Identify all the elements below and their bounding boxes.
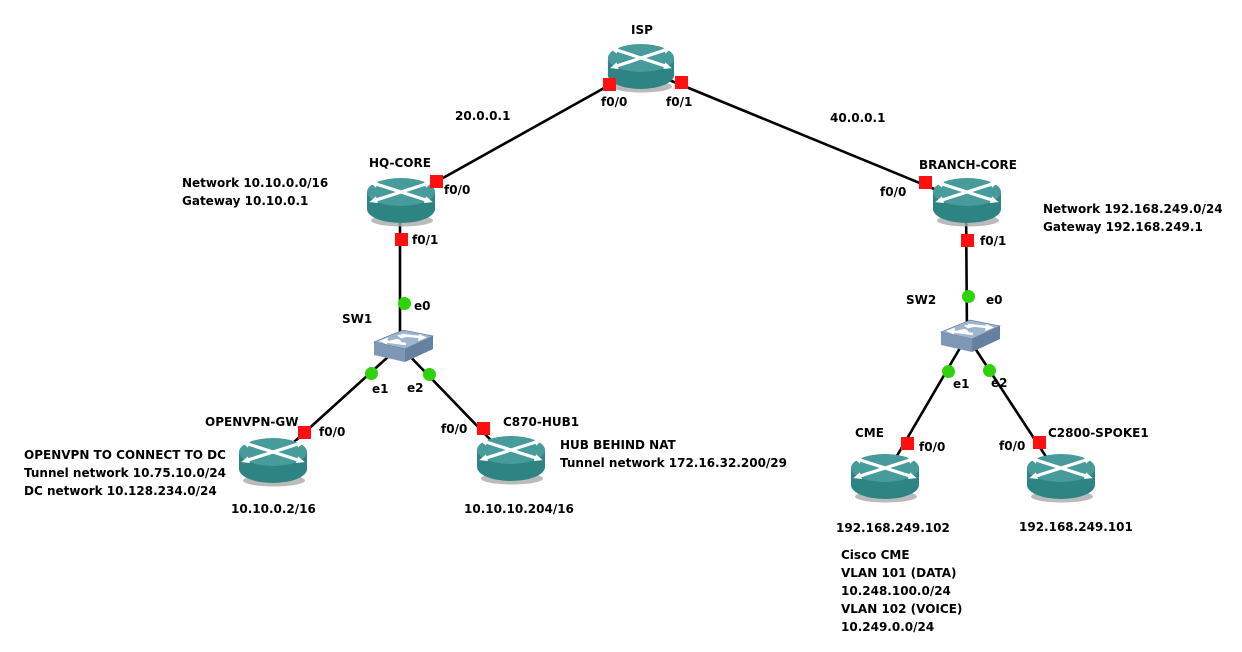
annotation-text: Network 192.168.249.0/24 Gateway 192.168… <box>1043 202 1223 234</box>
port-status-square <box>1032 435 1046 449</box>
router-icon <box>367 178 435 227</box>
port-status-square <box>602 77 616 91</box>
port-status-square <box>429 174 443 188</box>
port-label: f0/1 <box>666 95 693 109</box>
node-label-openvpn-gw: OPENVPN-GW <box>205 415 299 429</box>
port-label: f0/0 <box>441 422 468 436</box>
port-label: e0 <box>986 293 1003 307</box>
annotation-text: HUB BEHIND NAT Tunnel network 172.16.32.… <box>560 438 788 470</box>
port-status-square <box>918 175 932 189</box>
port-label: f0/0 <box>601 95 628 109</box>
node-label-sw2: SW2 <box>906 293 937 307</box>
link-isp-branch-core[interactable] <box>639 66 967 204</box>
switch-icon <box>940 319 1001 352</box>
port-label: f0/0 <box>444 183 471 197</box>
port-status-dot <box>941 364 955 378</box>
port-label: f0/0 <box>919 440 946 454</box>
router-icon <box>1027 454 1095 503</box>
port-status-square <box>900 436 914 450</box>
node-sw2[interactable] <box>930 317 1004 359</box>
port-status-dot <box>961 289 975 303</box>
port-status-dot <box>422 367 436 381</box>
annotation-text: Network 10.10.0.0/16 Gateway 10.10.0.1 <box>182 176 329 208</box>
port-status-dot <box>982 363 996 377</box>
switch-icon <box>373 329 434 362</box>
annotation-text: OPENVPN TO CONNECT TO DC Tunnel network … <box>24 448 226 498</box>
node-label-c870-hub1: C870-HUB1 <box>503 415 580 429</box>
node-c2800-spoke1[interactable] <box>1024 452 1096 508</box>
annotation-text: 10.10.0.2/16 <box>231 502 316 516</box>
port-label: e2 <box>407 381 424 395</box>
port-label: f0/0 <box>880 185 907 199</box>
router-icon <box>607 44 675 93</box>
node-label-hq-core: HQ-CORE <box>369 156 431 170</box>
node-label-c2800-spoke1: C2800-SPOKE1 <box>1048 426 1149 440</box>
node-cme[interactable] <box>848 452 920 508</box>
link-sw2-c2800-spoke1[interactable] <box>965 335 1062 479</box>
node-c870-hub1[interactable] <box>474 434 546 490</box>
port-status-square <box>476 421 490 435</box>
router-icon <box>477 436 545 485</box>
annotation-text: 192.168.249.102 <box>836 521 950 535</box>
node-branch-core[interactable] <box>930 176 1002 232</box>
port-label: e1 <box>372 382 389 396</box>
port-label: f0/0 <box>999 439 1026 453</box>
port-label: f0/1 <box>412 233 439 247</box>
port-status-square <box>960 233 974 247</box>
node-hq-core[interactable] <box>364 176 436 232</box>
node-label-sw1: SW1 <box>342 312 373 326</box>
port-label: e1 <box>953 377 970 391</box>
annotation-text: 192.168.249.101 <box>1019 520 1133 534</box>
annotation-text: 40.0.0.1 <box>830 111 886 125</box>
node-label-isp: ISP <box>631 23 653 37</box>
port-status-square <box>297 425 311 439</box>
port-label: e0 <box>414 299 431 313</box>
node-sw1[interactable] <box>363 327 437 369</box>
node-label-branch-core: BRANCH-CORE <box>919 158 1017 172</box>
node-isp[interactable] <box>605 42 675 98</box>
port-status-dot <box>364 366 378 380</box>
router-icon <box>851 454 919 503</box>
link-sw2-cme[interactable] <box>882 335 969 479</box>
router-icon <box>239 438 307 487</box>
port-label: f0/0 <box>319 425 346 439</box>
port-status-square <box>394 232 408 246</box>
port-status-dot <box>397 296 411 310</box>
node-openvpn-gw[interactable] <box>236 436 308 492</box>
port-status-square <box>674 75 688 89</box>
annotation-text: Cisco CME VLAN 101 (DATA) 10.248.100.0/2… <box>841 548 963 634</box>
port-label: f0/1 <box>980 234 1007 248</box>
annotation-text: 20.0.0.1 <box>455 109 511 123</box>
router-icon <box>933 178 1001 227</box>
node-label-cme: CME <box>855 426 884 440</box>
port-label: e2 <box>991 376 1008 390</box>
annotation-text: 10.10.10.204/16 <box>464 502 574 516</box>
